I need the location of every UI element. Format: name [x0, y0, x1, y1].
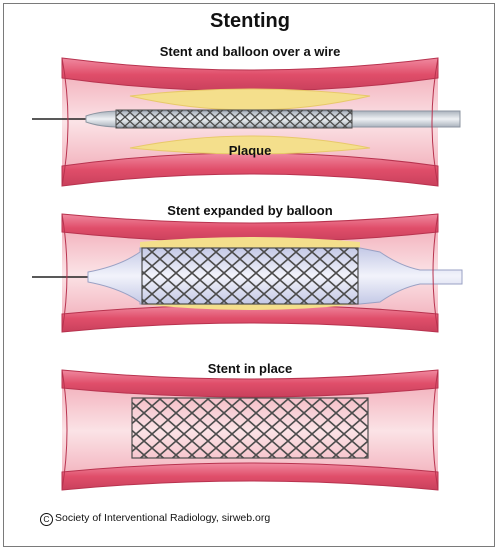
panel-1-vessel	[32, 57, 461, 187]
panel-1-wall-edge-right	[431, 57, 439, 187]
panel-3-top-wall	[61, 369, 439, 398]
panel-1-plaque-bottom	[129, 135, 371, 155]
panel-1-caption: Stent and balloon over a wire	[159, 44, 341, 59]
panel-2-expanded-stent	[141, 247, 359, 305]
plaque-label: Plaque	[228, 143, 272, 158]
credit-text: Society of Interventional Radiology, sir…	[55, 512, 271, 524]
copyright-symbol: C	[40, 513, 53, 526]
panel-1-crimped-stent	[115, 109, 353, 129]
panel-3-wall-edge-right	[432, 369, 439, 491]
panel-1-top-wall	[61, 57, 439, 92]
panel-3-stent	[131, 397, 369, 459]
panel-2-vessel	[32, 213, 463, 333]
panel-2-plaque-top	[140, 237, 360, 248]
panel-3-bottom-wall	[61, 462, 439, 491]
panel-3-wall-edge-left	[61, 369, 68, 491]
panel-2-caption: Stent expanded by balloon	[167, 203, 333, 218]
panel-2-wall-edge-left	[61, 213, 68, 333]
panel-3-caption: Stent in place	[207, 361, 293, 376]
figure-title: Stenting	[210, 10, 290, 32]
panel-3-vessel	[61, 369, 439, 491]
panel-1-plaque-top	[129, 88, 371, 111]
panel-1-wall-edge-left	[61, 57, 69, 187]
panel-2-wall-edge-right	[432, 213, 439, 333]
